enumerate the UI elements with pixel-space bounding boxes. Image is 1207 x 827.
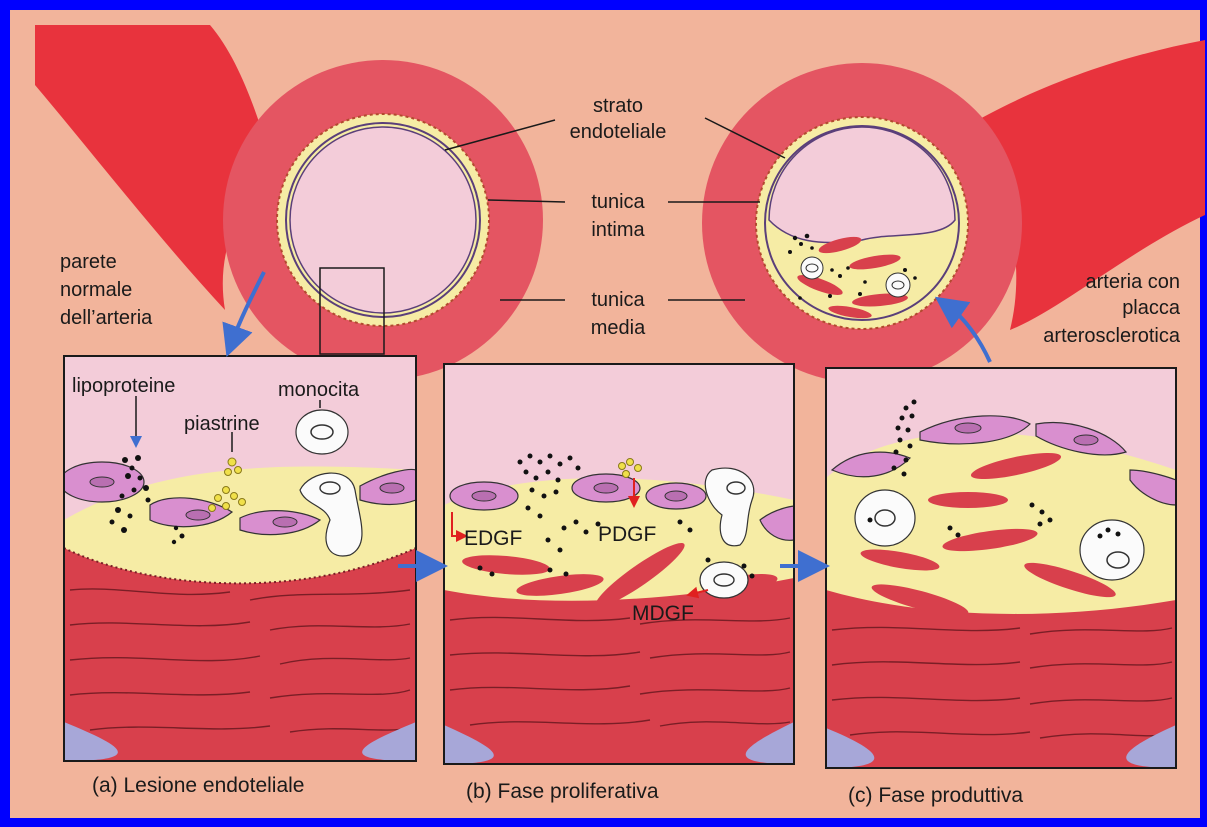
label-intima-2: intima bbox=[591, 219, 645, 241]
label-strato-1: strato bbox=[593, 95, 643, 117]
label-pdgf: PDGF bbox=[598, 523, 656, 546]
normal-artery-cross-section bbox=[223, 60, 543, 380]
label-placca-1: arteria con bbox=[1086, 271, 1181, 293]
label-piastrine: piastrine bbox=[184, 413, 260, 435]
label-parete-2: normale bbox=[60, 279, 132, 301]
label-strato-2: endoteliale bbox=[570, 121, 667, 143]
panel-b bbox=[444, 364, 794, 764]
label-intima-1: tunica bbox=[591, 191, 645, 213]
caption-c: (c) Fase produttiva bbox=[848, 784, 1023, 807]
label-edgf: EDGF bbox=[464, 527, 522, 550]
panel-c bbox=[826, 368, 1176, 768]
label-media-2: media bbox=[591, 317, 646, 339]
caption-a: (a) Lesione endoteliale bbox=[92, 774, 304, 797]
label-placca-2: placca bbox=[1122, 297, 1181, 319]
label-monocita: monocita bbox=[278, 379, 360, 401]
label-parete-1: parete bbox=[60, 251, 117, 273]
label-lipoproteine: lipoproteine bbox=[72, 375, 175, 397]
label-placca-3: arterosclerotica bbox=[1043, 325, 1181, 347]
caption-b: (b) Fase proliferativa bbox=[466, 780, 659, 803]
label-media-1: tunica bbox=[591, 289, 645, 311]
label-parete-3: dell’arteria bbox=[60, 307, 153, 329]
label-mdgf: MDGF bbox=[632, 602, 694, 625]
